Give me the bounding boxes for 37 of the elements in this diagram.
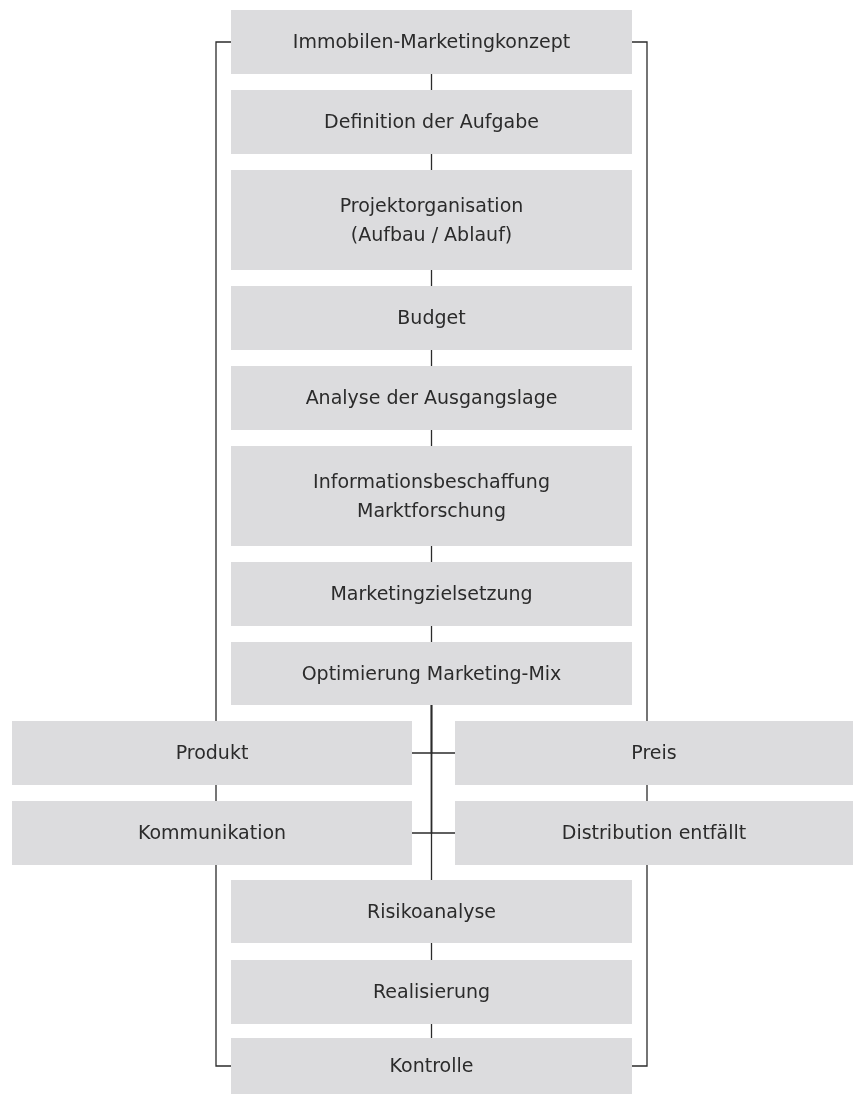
connector-line xyxy=(215,784,217,802)
connector-line xyxy=(215,864,232,1067)
process-box xyxy=(455,801,853,865)
box-label: Kommunikation xyxy=(137,820,287,846)
connector-line xyxy=(430,704,433,881)
process-box xyxy=(231,90,632,154)
box-label: Budget xyxy=(397,305,466,331)
connector-line xyxy=(631,864,648,1067)
process-box xyxy=(231,170,632,270)
box-label: Risikoanalyse xyxy=(366,898,497,924)
connector-line xyxy=(631,41,648,722)
box-label: Marketingzielsetzung xyxy=(330,581,533,607)
process-box xyxy=(231,446,632,546)
box-label: Definition der Aufgabe xyxy=(324,109,539,135)
box-label: Optimierung Marketing-Mix xyxy=(301,660,562,686)
process-box xyxy=(231,1038,632,1094)
process-box xyxy=(231,960,632,1024)
box-label: Informationsbeschaffung Marktforschung xyxy=(312,468,551,523)
process-box xyxy=(12,801,412,865)
process-box xyxy=(231,880,632,943)
box-label: Realisierung xyxy=(372,979,491,1005)
box-label: Preis xyxy=(631,740,677,766)
connector-line xyxy=(215,41,232,722)
process-box xyxy=(231,10,632,74)
box-label: Projektorganisation (Aufbau / Ablauf) xyxy=(338,192,525,247)
connector-line xyxy=(646,784,648,802)
process-box xyxy=(231,562,632,626)
process-box xyxy=(231,642,632,705)
process-box xyxy=(12,721,412,785)
process-box xyxy=(455,721,853,785)
box-label: Produkt xyxy=(175,740,249,766)
box-label: Analyse der Ausgangslage xyxy=(305,385,558,411)
box-label: Distribution entfällt xyxy=(561,820,747,846)
box-label: Immobilen-Marketingkonzept xyxy=(292,29,571,55)
process-box xyxy=(231,286,632,350)
box-label: Kontrolle xyxy=(389,1053,474,1079)
process-box xyxy=(231,366,632,430)
